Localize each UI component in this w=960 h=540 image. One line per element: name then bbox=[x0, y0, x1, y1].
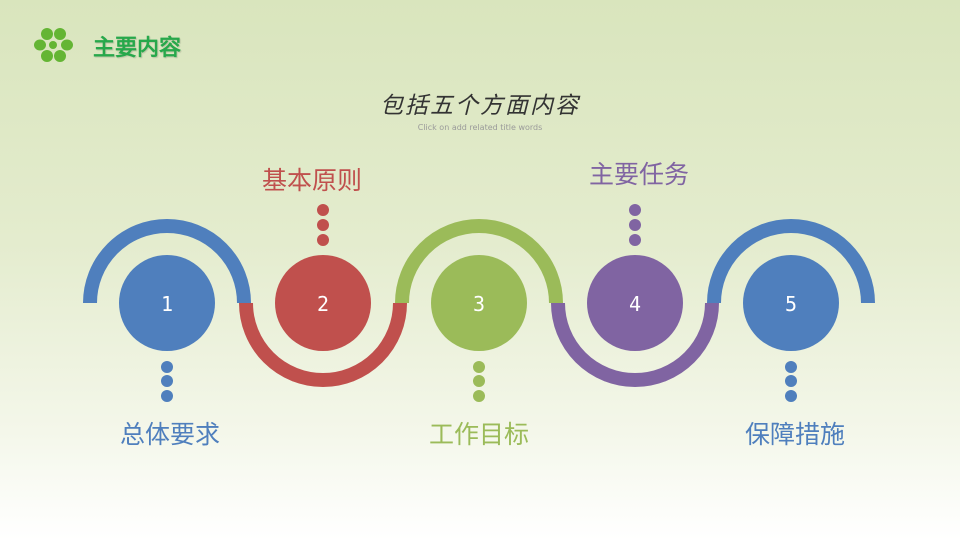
step-2-number: 2 bbox=[317, 292, 329, 316]
step-4-number: 4 bbox=[629, 292, 641, 316]
step-3-number: 3 bbox=[473, 292, 485, 316]
step-3-dots bbox=[473, 361, 485, 402]
step-2-dots bbox=[317, 204, 329, 246]
arc-2 bbox=[239, 302, 407, 387]
step-2-circle bbox=[275, 255, 371, 351]
header-title: 主要内容 bbox=[93, 36, 182, 61]
step-4-circle bbox=[587, 255, 683, 351]
step-4-label: 主要任务 bbox=[588, 160, 689, 189]
step-5-label: 保障措施 bbox=[744, 420, 845, 449]
step-3-label: 工作目标 bbox=[428, 420, 529, 449]
step-5-number: 5 bbox=[785, 292, 797, 316]
step-1-label: 总体要求 bbox=[119, 420, 220, 449]
arc-4 bbox=[551, 302, 719, 387]
step-3-circle bbox=[431, 255, 527, 351]
subtitle: 包括五个方面内容 bbox=[380, 93, 580, 119]
step-5-circle bbox=[743, 255, 839, 351]
step-1-circle bbox=[119, 255, 215, 351]
subtitle-note: Click on add related title words bbox=[417, 123, 543, 132]
step-5-dots bbox=[785, 361, 797, 402]
arc-1 bbox=[83, 219, 251, 304]
clover-logo-icon bbox=[34, 28, 73, 62]
step-4-dots bbox=[629, 204, 641, 246]
arc-3 bbox=[395, 219, 563, 304]
step-1-number: 1 bbox=[161, 292, 173, 316]
arc-5 bbox=[707, 219, 875, 304]
step-2-label: 基本原则 bbox=[261, 166, 362, 195]
step-1-dots bbox=[161, 361, 173, 402]
